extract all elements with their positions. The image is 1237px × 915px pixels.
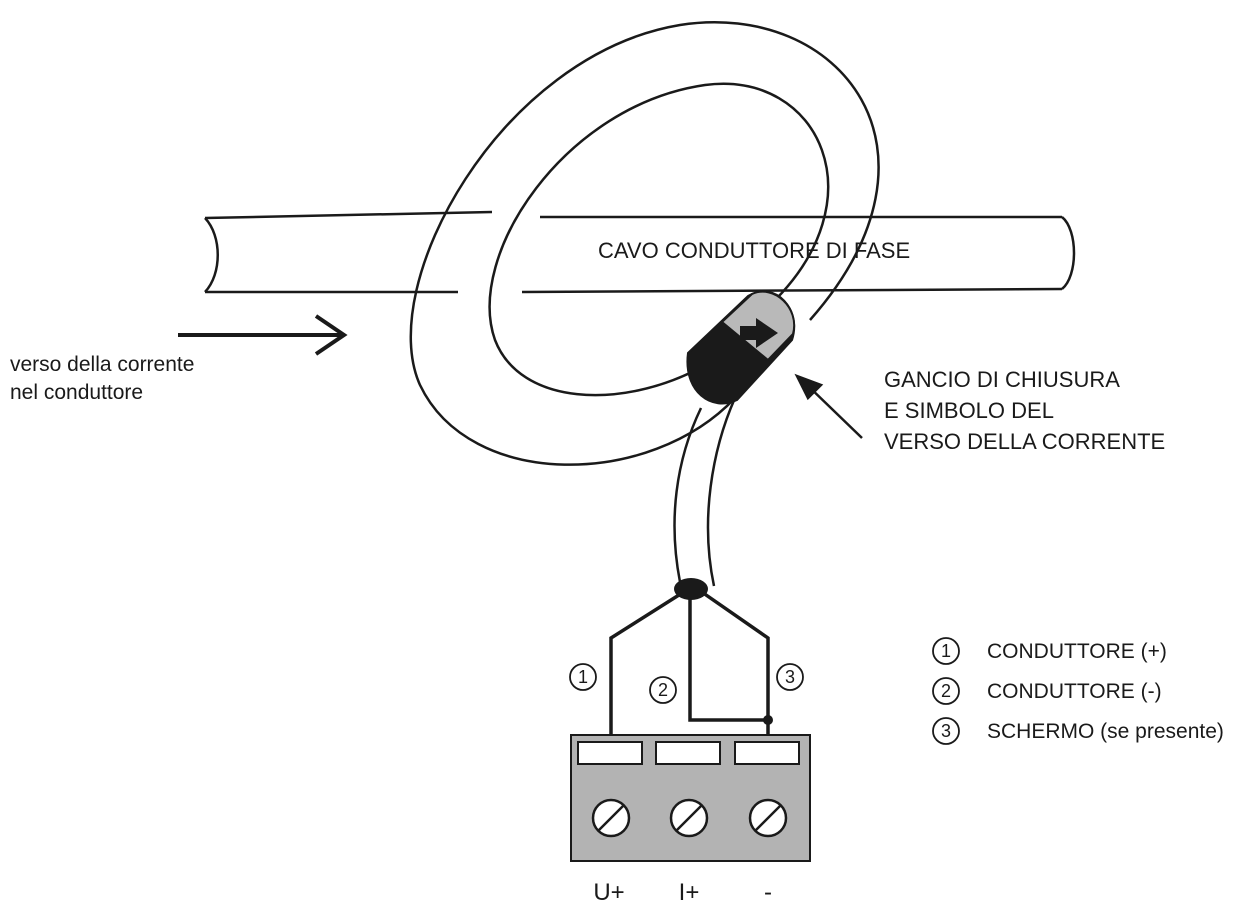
wire-number-1: 1: [569, 663, 597, 691]
terminal-slot-1: [577, 741, 643, 765]
legend-number-3: 3: [941, 721, 951, 741]
terminal-label-minus: -: [764, 879, 772, 906]
terminal-block: [570, 734, 811, 862]
screw-icon: [591, 798, 631, 838]
wire-number-3-label: 3: [785, 667, 795, 687]
wire-number-3: 3: [776, 663, 804, 691]
legend-item-2: 2 CONDUTTORE (-): [932, 677, 1162, 705]
terminal-label-u-plus: U+: [593, 879, 624, 906]
screw-icon: [669, 798, 709, 838]
hook-label-line2: E SIMBOLO DEL: [884, 398, 1054, 423]
wire-number-2: 2: [649, 676, 677, 704]
current-direction-label-line2: nel conduttore: [10, 381, 143, 404]
terminal-slot-2: [655, 741, 721, 765]
current-direction-label-line1: verso della corrente: [10, 353, 194, 376]
terminal-label-i-plus: I+: [679, 879, 700, 906]
wire-junction-dot: [763, 715, 773, 725]
screw-icon: [748, 798, 788, 838]
legend: 1 CONDUTTORE (+) 2 CONDUTTORE (-) 3 SCHE…: [932, 637, 1224, 745]
current-direction-symbol-icon: [740, 318, 778, 348]
cable-junction: [674, 578, 708, 600]
legend-item-1: 1 CONDUTTORE (+): [932, 637, 1167, 665]
legend-item-3: 3 SCHERMO (se presente): [932, 717, 1224, 745]
legend-number-1: 1: [941, 641, 951, 661]
hook-pointer-arrow: [794, 373, 863, 439]
legend-text-2: CONDUTTORE (-): [987, 680, 1162, 703]
legend-text-3: SCHERMO (se presente): [987, 720, 1224, 743]
legend-number-2: 2: [941, 681, 951, 701]
legend-text-1: CONDUTTORE (+): [987, 640, 1167, 663]
rogowski-coil: [409, 21, 880, 587]
current-direction-arrow: [178, 314, 348, 356]
cable-label: CAVO CONDUTTORE DI FASE: [598, 238, 910, 263]
wiring: [609, 586, 770, 740]
terminal-slot-3: [734, 741, 800, 765]
hook-label-line3: VERSO DELLA CORRENTE: [884, 429, 1165, 454]
closing-hook: [686, 290, 796, 405]
hook-label-line1: GANCIO DI CHIUSURA: [884, 367, 1120, 392]
wire-number-1-label: 1: [578, 667, 588, 687]
wire-number-2-label: 2: [658, 680, 668, 700]
